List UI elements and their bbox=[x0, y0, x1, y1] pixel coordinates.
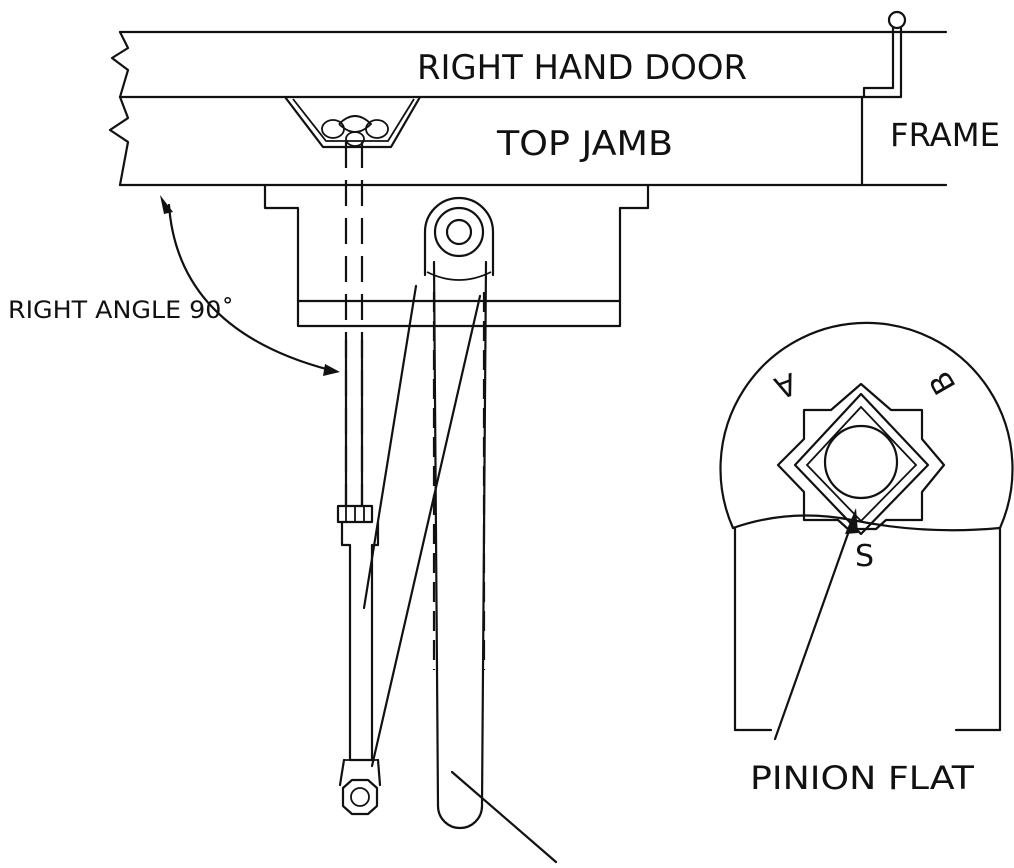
right-angle-arrowhead-top bbox=[160, 195, 173, 214]
door-break-line bbox=[110, 30, 130, 99]
main-arm-pivot-housing bbox=[423, 196, 495, 277]
pinion-detail-circle bbox=[719, 321, 1014, 530]
pinion-detail: A B S PINION FLAT bbox=[719, 321, 1014, 797]
mark-b-label: B bbox=[923, 365, 964, 400]
pinion-square-inner bbox=[805, 405, 918, 523]
pinion-flat-leader bbox=[773, 526, 852, 741]
pinion-flat-arrowhead bbox=[845, 508, 858, 534]
pinion-square-outer bbox=[793, 392, 930, 536]
jamb-break-line bbox=[108, 95, 130, 187]
hinge-pin-icon bbox=[887, 10, 907, 30]
main-arm-pivot-curve bbox=[426, 271, 492, 281]
pinion-socket-star bbox=[776, 382, 946, 531]
closer-body-outline bbox=[263, 183, 650, 328]
adjustable-rod-assembly bbox=[336, 142, 382, 816]
hinge-leaf-outer bbox=[893, 26, 903, 99]
right-angle-indicator: RIGHT ANGLE 90˚ bbox=[8, 195, 340, 376]
forearm-right-edge bbox=[370, 294, 482, 768]
rod-end-bolt bbox=[350, 787, 370, 807]
right-angle-arc bbox=[167, 203, 332, 372]
pinion-shaft-circle bbox=[823, 424, 899, 500]
bracket-outline bbox=[283, 95, 422, 149]
bracket-link bbox=[338, 115, 373, 133]
mark-s-label: S bbox=[855, 539, 874, 574]
door-jamb-frame-band bbox=[108, 10, 948, 187]
bracket-pivot bbox=[345, 131, 365, 147]
frame-label: FRAME bbox=[890, 116, 1000, 154]
bracket-inner bbox=[292, 98, 415, 142]
hinge-leaf-inner bbox=[862, 26, 895, 99]
main-arm-leader bbox=[450, 770, 558, 864]
jamb-bracket bbox=[283, 95, 422, 149]
main-arm-pivot-shaft bbox=[445, 218, 473, 246]
right-angle-arrowhead-bottom bbox=[323, 364, 340, 376]
mark-a-label: A bbox=[769, 365, 801, 405]
right-hand-door-label: RIGHT HAND DOOR bbox=[417, 48, 747, 88]
pinion-flat-label: PINION FLAT bbox=[750, 759, 975, 797]
main-arm bbox=[432, 260, 488, 830]
main-arm-pivot-ring bbox=[433, 206, 485, 258]
main-arm-assembly bbox=[362, 196, 495, 830]
rod-tube bbox=[340, 520, 380, 762]
top-jamb-label: TOP JAMB bbox=[496, 124, 673, 164]
rod-end-fork bbox=[338, 758, 382, 787]
closer-body bbox=[263, 183, 650, 328]
right-angle-label: RIGHT ANGLE 90˚ bbox=[8, 296, 234, 324]
rod-end-hex-nut bbox=[341, 778, 379, 816]
